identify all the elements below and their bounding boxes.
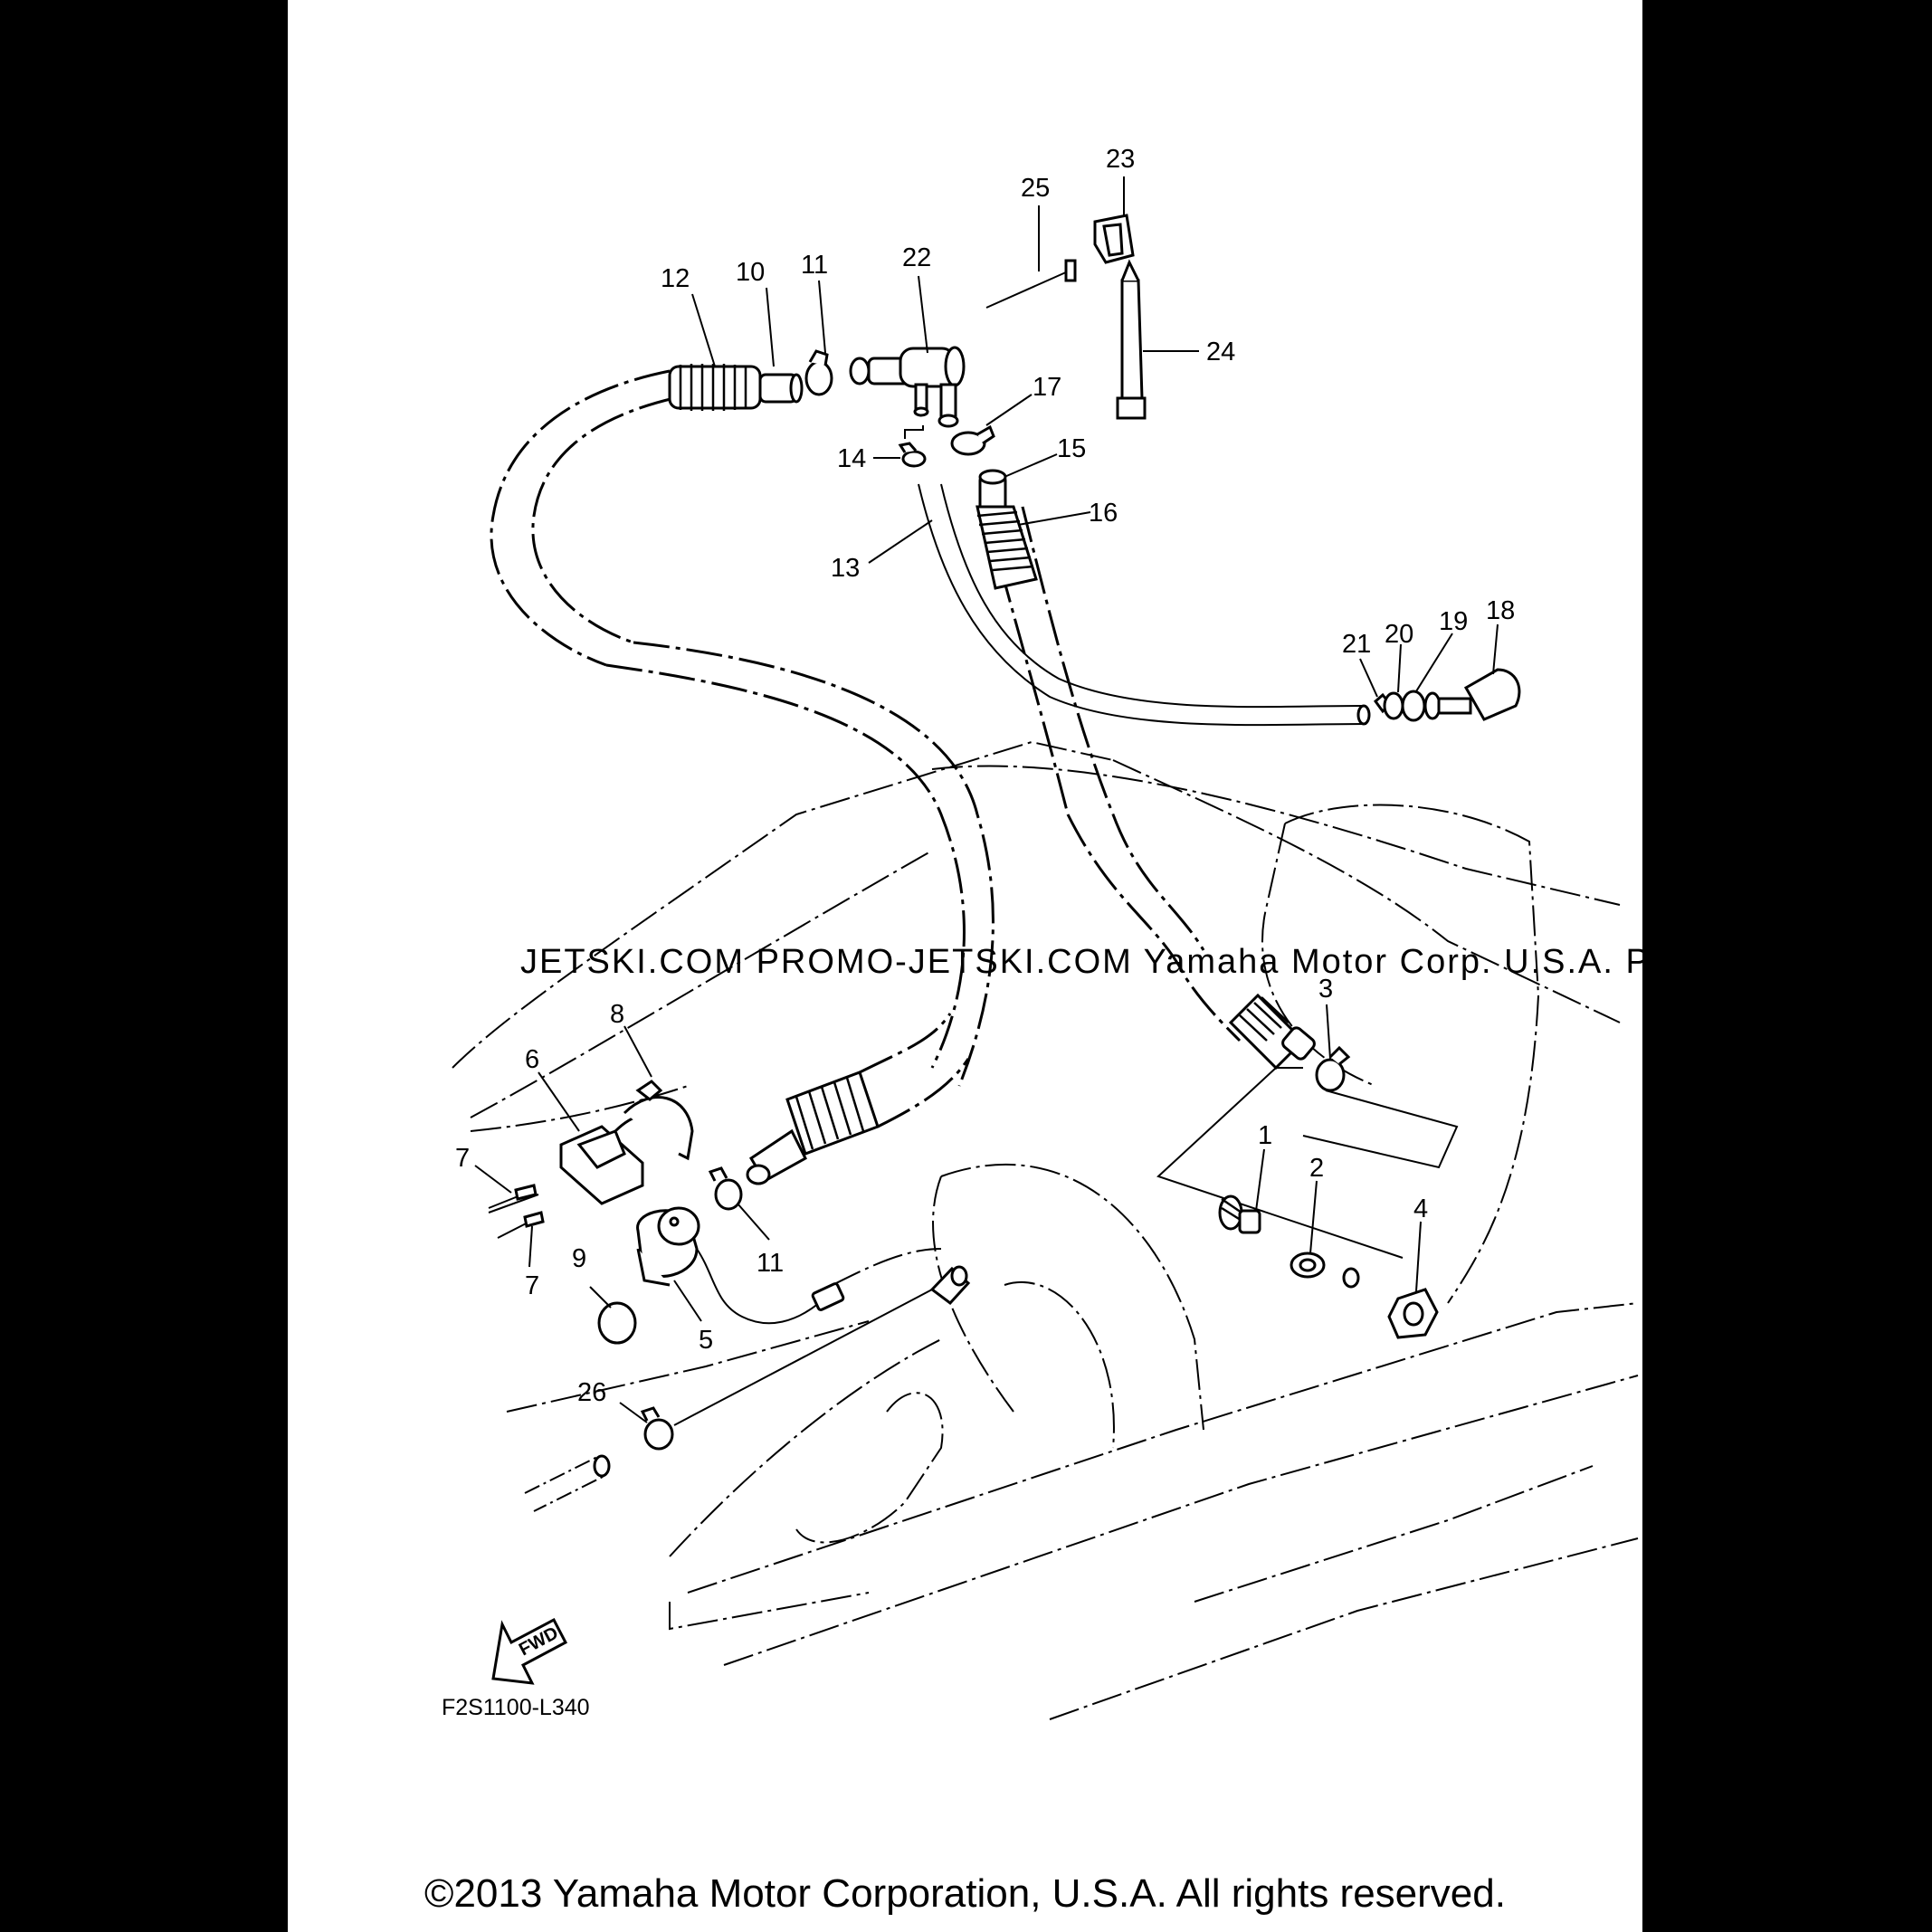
callout-2: 2	[1309, 1154, 1324, 1183]
callout-5: 5	[699, 1326, 713, 1355]
part-14-clamp	[898, 425, 927, 468]
callout-7-top: 7	[455, 1144, 470, 1173]
callout-1: 1	[1258, 1121, 1272, 1150]
part-5-pump	[597, 1206, 845, 1345]
callout-16: 16	[1089, 499, 1118, 528]
part-22-elbow	[849, 346, 966, 428]
callout-8: 8	[610, 1000, 624, 1029]
drawing-sheet	[288, 0, 1642, 1932]
callout-labels: 12 10 11 22 25 23 24 17 14 15 16 13 21 2…	[455, 145, 1515, 1407]
part-11-clamp-lower	[708, 1166, 743, 1211]
callout-4: 4	[1413, 1194, 1428, 1223]
figure-code: F2S1100-L340	[442, 1695, 590, 1720]
forward-arrow-icon: FWD	[491, 1617, 568, 1685]
hose-end-lower	[746, 1013, 970, 1185]
parts-1-2-4-drain-fitting	[1218, 1194, 1439, 1339]
callout-26: 26	[577, 1378, 606, 1407]
callout-21: 21	[1342, 630, 1371, 659]
callout-3: 3	[1318, 975, 1333, 1004]
callout-18: 18	[1486, 596, 1515, 625]
callout-leaders	[474, 176, 1499, 1423]
part-26-clamp	[524, 1265, 971, 1512]
callout-22: 22	[902, 243, 931, 272]
callout-10: 10	[736, 258, 765, 287]
parts-18-21-drain-plug	[1373, 668, 1521, 722]
callout-24: 24	[1206, 338, 1235, 366]
hose-assembly-left	[490, 369, 995, 1087]
part-17-clamp	[950, 424, 995, 456]
callout-11-top: 11	[801, 251, 828, 280]
callout-14: 14	[837, 444, 866, 473]
part-3-clamp-and-hose-end	[1156, 993, 1459, 1259]
callout-7-bottom: 7	[525, 1271, 539, 1300]
parts-23-25-fasteners	[985, 214, 1147, 420]
callout-9: 9	[572, 1244, 586, 1273]
hose-assembly-center	[985, 506, 1242, 1042]
watermark-text: JETSKI.COM PROMO-JETSKI.COM Yamaha Motor…	[520, 943, 1932, 981]
part-12-corrugated-hose	[668, 364, 804, 411]
part-16-corrugated-hose	[976, 469, 1038, 590]
callout-20: 20	[1385, 620, 1413, 649]
part-11-clamp-top	[804, 349, 833, 396]
hull-outline	[452, 740, 1639, 1720]
callout-11-bottom: 11	[757, 1249, 784, 1278]
callout-25: 25	[1021, 174, 1050, 203]
callout-12: 12	[661, 264, 690, 293]
callout-6: 6	[525, 1045, 539, 1074]
callout-15: 15	[1057, 434, 1086, 463]
part-13-tube	[918, 483, 1371, 727]
callout-19: 19	[1439, 607, 1468, 636]
parts-6-8-bracket	[488, 1080, 694, 1239]
callout-17: 17	[1033, 373, 1061, 402]
callout-23: 23	[1106, 145, 1135, 174]
copyright-notice: ©2013 Yamaha Motor Corporation, U.S.A. A…	[424, 1871, 1506, 1916]
callout-13: 13	[831, 554, 860, 583]
